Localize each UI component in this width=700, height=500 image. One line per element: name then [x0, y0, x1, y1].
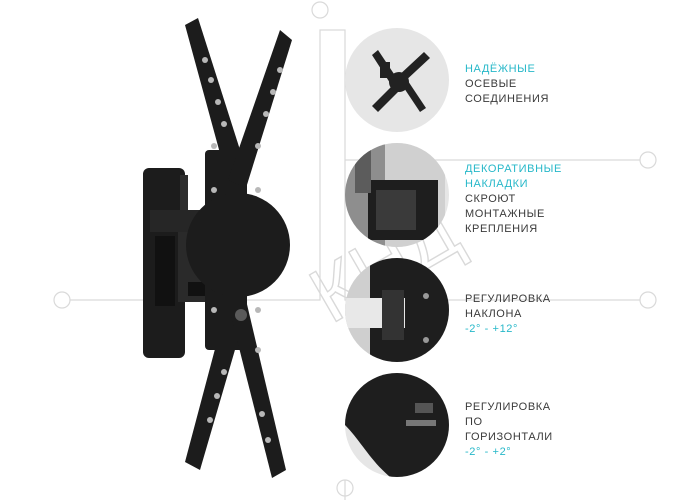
caption-line: СКРОЮТ: [465, 193, 516, 205]
caption-accent: -2° - +12°: [465, 323, 519, 335]
caption-line: ГОРИЗОНТАЛИ: [465, 431, 553, 443]
caption-line: НАКЛОНА: [465, 308, 522, 320]
caption-line: ОСЕВЫЕ: [465, 78, 517, 90]
caption-line: МОНТАЖНЫЕ: [465, 208, 545, 220]
feature-image-level: [345, 373, 449, 477]
onkron-logo-small-icon: [406, 420, 436, 426]
feature-caption-tilt: РЕГУЛИРОВКА НАКЛОНА -2° - +12°: [465, 292, 551, 337]
feature-caption-level: РЕГУЛИРОВКА ПО ГОРИЗОНТАЛИ -2° - +2°: [465, 400, 553, 460]
feature-caption-covers: ДЕКОРАТИВНЫЕ НАКЛАДКИ СКРОЮТ МОНТАЖНЫЕ К…: [465, 162, 562, 237]
tv-wall-mount: [143, 18, 292, 478]
feature-caption-joints: НАДЁЖНЫЕ ОСЕВЫЕ СОЕДИНЕНИЯ: [465, 62, 549, 107]
caption-line: КРЕПЛЕНИЯ: [465, 223, 538, 235]
caption-line: ПО: [465, 416, 483, 428]
caption-line: РЕГУЛИРОВКА: [465, 401, 551, 413]
onkron-logo-icon: [235, 309, 247, 321]
caption-accent: -2° - +2°: [465, 446, 512, 458]
feature-image-tilt: [345, 258, 449, 362]
caption-accent: НАДЁЖНЫЕ: [465, 63, 536, 75]
feature-image-joints: [345, 28, 449, 132]
feature-image-covers: [345, 143, 449, 247]
caption-line: РЕГУЛИРОВКА: [465, 293, 551, 305]
caption-line: СОЕДИНЕНИЯ: [465, 93, 550, 105]
caption-accent: НАКЛАДКИ: [465, 178, 529, 190]
caption-accent: ДЕКОРАТИВНЫЕ: [465, 163, 562, 175]
